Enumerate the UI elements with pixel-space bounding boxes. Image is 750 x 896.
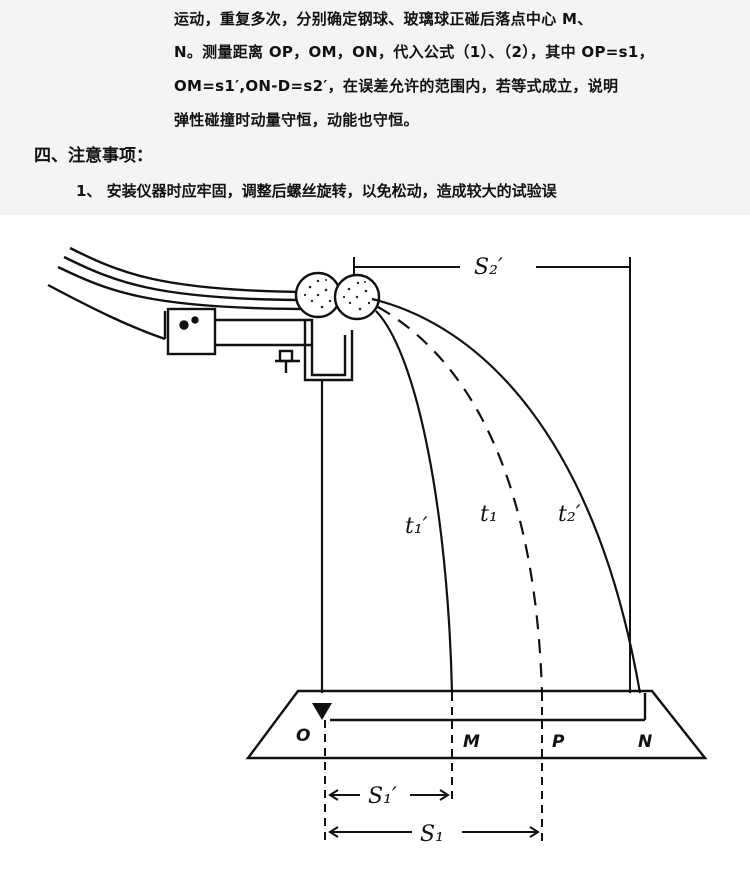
trajectories: [371, 297, 642, 694]
extension-arm: [215, 318, 314, 347]
s1-dimension: [328, 826, 540, 838]
label-s1: S₁: [420, 822, 444, 847]
note-item-1: 1、 安装仪器时应牢固，调整后螺丝旋转，以免松动，造成较大的试验误: [76, 182, 557, 200]
rail-support-curve: [47, 283, 166, 341]
point-label-M: M: [463, 732, 480, 752]
mounting-block: [166, 307, 354, 382]
adjust-screw: [278, 349, 294, 363]
rail-line-2: [63, 255, 301, 302]
paragraph-line-3: OM=s1′,ON-D=s2′，在误差允许的范围内，若等式成立，说明: [174, 77, 619, 95]
label-s1-prime: S₁′: [368, 784, 397, 809]
paragraph-line-2: N。测量距离 OP，OM，ON，代入公式（1）、（2），其中 OP=s1，: [174, 43, 654, 61]
document-text-block: 运动，重复多次，分别确定钢球、玻璃球正碰后落点中心 M、 N。测量距离 OP，O…: [0, 0, 750, 215]
ball-stipple: [303, 279, 371, 311]
trajectory-t1: [377, 306, 544, 694]
figure-svg: S₂′ t₁′ t₁ t₂′ O M P N: [47, 246, 708, 847]
paragraph-line-1: 运动，重复多次，分别确定钢球、玻璃球正碰后落点中心 M、: [174, 10, 593, 28]
platform-outline: [245, 689, 708, 760]
label-t1: t₁: [480, 502, 498, 527]
s1-arrow-left: [328, 826, 339, 838]
s1-prime-arrow-right: [439, 789, 450, 801]
point-label-P: P: [552, 732, 565, 752]
collision-apparatus-figure: S₂′ t₁′ t₁ t₂′ O M P N: [0, 215, 750, 896]
support-bracket: [303, 320, 354, 382]
s1-arrow-right: [529, 826, 540, 838]
clamp-block: [166, 307, 217, 356]
support-bracket-inner: [310, 335, 347, 377]
trajectory-t1-prime: [375, 310, 454, 694]
label-t1-prime: t₁′: [405, 514, 428, 539]
s2-prime-dimension: [353, 257, 631, 693]
projection-lines: [324, 693, 543, 842]
rail-line-3: [57, 265, 301, 311]
clamp-screw-hole-2: [191, 316, 199, 324]
rail-line-1: [69, 246, 301, 294]
s1-prime-dimension: [328, 789, 450, 801]
clamp-screw-hole-1: [179, 320, 189, 330]
label-t2-prime: t₂′: [558, 502, 581, 527]
trajectory-t2-prime: [371, 297, 642, 694]
track-rails: [47, 246, 301, 341]
label-s2-prime: S₂′: [474, 255, 503, 280]
balls: [294, 271, 381, 321]
section-heading: 四、注意事项：: [34, 146, 153, 166]
paragraph-line-4: 弹性碰撞时动量守恒，动能也守恒。: [174, 111, 419, 129]
floor-platform: [245, 689, 708, 760]
point-label-O: O: [296, 726, 310, 746]
plumb-bob: [312, 703, 332, 720]
s1-prime-arrow-left: [328, 789, 339, 801]
point-label-N: N: [638, 732, 652, 752]
